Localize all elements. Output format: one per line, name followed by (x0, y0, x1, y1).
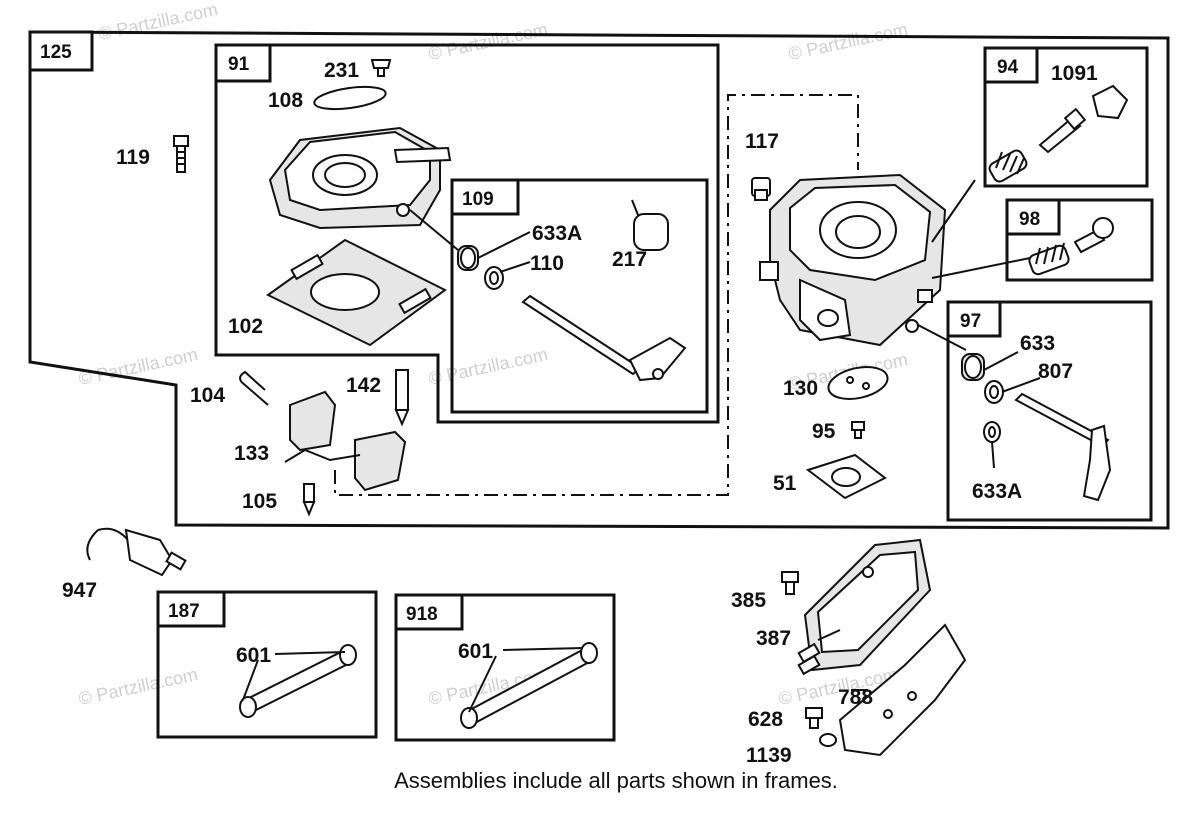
frame-tag-91: 91 (228, 54, 250, 75)
pump-screw-part (781, 571, 799, 595)
part-label-119: 119 (116, 146, 150, 169)
part-label-633: 633 (1020, 332, 1055, 355)
frame-tag-918: 918 (406, 604, 438, 625)
part-label-102: 102 (228, 315, 263, 338)
fuel-line-part (460, 642, 598, 729)
frame-tag-125: 125 (40, 42, 72, 63)
frame-109: 109 (450, 178, 709, 414)
part-label-105: 105 (242, 490, 277, 513)
choke-plate-part (827, 366, 889, 400)
part-label-601: 601 (236, 644, 271, 667)
frame-tag-94: 94 (997, 57, 1019, 78)
watermark: © Partzilla.com (427, 19, 550, 64)
spring-part (631, 199, 669, 251)
frame-187: 187 (156, 590, 378, 739)
part-label-788: 788 (838, 686, 873, 709)
part-label-628: 628 (748, 708, 783, 731)
watermark: © Partzilla.com (787, 19, 910, 64)
throttle-shaft-part (521, 294, 687, 382)
frame-94: 94 (983, 46, 1149, 188)
bolt-part (173, 135, 189, 173)
idle-needle-part (1038, 84, 1129, 154)
part-label-117: 117 (745, 130, 779, 153)
fuel-pump-part (797, 538, 932, 676)
solenoid-part (86, 527, 187, 577)
choke-seal-part (984, 380, 1004, 404)
part-label-387: 387 (756, 627, 791, 650)
frame-91: 91 (214, 43, 720, 424)
part-label-633a: 633A (972, 480, 1022, 503)
adjust-screw-part (1073, 217, 1114, 254)
clip-part (239, 370, 269, 406)
pump-bracket-part (838, 623, 967, 757)
assembly-lines (334, 94, 859, 496)
part-label-142: 142 (346, 374, 381, 397)
part-label-217: 217 (612, 248, 647, 271)
frame-97: 97 (946, 300, 1153, 522)
pump-fitting-part (805, 707, 823, 729)
part-label-231: 231 (324, 59, 359, 82)
inlet-valve-part (302, 483, 316, 517)
leader-lines (242, 179, 1041, 713)
part-label-130: 130 (783, 377, 818, 400)
idle-spring-part (988, 149, 1028, 183)
pump-washer-part (819, 733, 837, 747)
part-label-633a: 633A (532, 222, 582, 245)
part-label-108: 108 (268, 89, 303, 112)
gasket-part (313, 85, 387, 111)
base-gasket-part (266, 238, 447, 347)
part-label-1139: 1139 (746, 744, 792, 767)
frame-tag-187: 187 (168, 601, 200, 622)
adjust-spring-part (1028, 242, 1070, 276)
watermark: © Partzilla.com (77, 344, 200, 389)
float-part (284, 390, 407, 492)
watermark: © Partzilla.com (427, 344, 550, 389)
intake-gasket-part (805, 453, 887, 500)
part-label-1091: 1091 (1051, 62, 1098, 85)
carburetor-main-body (759, 173, 947, 347)
frame-98: 98 (1005, 198, 1154, 282)
part-label-601: 601 (458, 640, 493, 663)
part-label-807: 807 (1038, 360, 1073, 383)
watermark: © Partzilla.com (97, 0, 220, 44)
screw-part (370, 59, 392, 77)
part-label-104: 104 (190, 384, 225, 407)
frame-tag-97: 97 (960, 311, 981, 332)
diagram-caption: Assemblies include all parts shown in fr… (394, 768, 838, 793)
frame-tag-109: 109 (462, 189, 494, 210)
part-label-133: 133 (234, 442, 269, 465)
washer-part (484, 266, 504, 290)
choke-shaft-part (1014, 392, 1112, 502)
frame-tag-98: 98 (1019, 209, 1040, 230)
part-label-110: 110 (530, 252, 564, 275)
fuel-line-part (239, 644, 357, 718)
choke-screw-part (851, 421, 865, 439)
carburetor-upper-body (268, 126, 452, 230)
part-label-385: 385 (731, 589, 766, 612)
bushing-part (457, 245, 479, 271)
part-label-51: 51 (773, 472, 797, 495)
part-label-947: 947 (62, 579, 97, 602)
part-labels: 231 108 119 102 633A 110 217 104 142 133… (62, 59, 1098, 767)
frame-918: 918 (394, 593, 616, 742)
part-label-95: 95 (812, 420, 836, 443)
frame-125: 125 (28, 30, 1170, 530)
needle-part (394, 369, 410, 427)
watermark: © Partzilla.com (77, 664, 200, 709)
plug-part (751, 177, 771, 201)
choke-washer-part (983, 421, 1001, 443)
choke-bushing-part (961, 353, 985, 381)
